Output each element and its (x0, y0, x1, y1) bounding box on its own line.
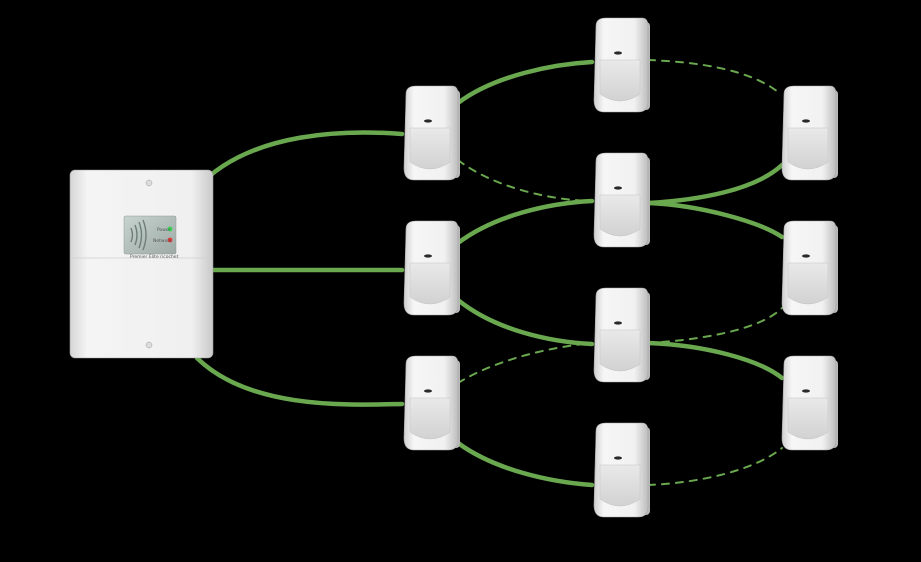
detector-lens-icon (599, 194, 641, 237)
detector-led-icon (802, 119, 810, 123)
link-d5-d8-solid (645, 162, 785, 206)
detector-led-icon (424, 254, 432, 258)
power-led-icon (167, 226, 173, 232)
detector-d7-pir-detector-icon (593, 422, 650, 518)
link-d6-d10-solid (645, 340, 785, 381)
detector-d5-pir-detector-icon (593, 152, 650, 248)
link-d2-d5-solid (455, 198, 595, 246)
detector-d9-pir-detector-icon (781, 220, 838, 316)
control-panel-display-window (123, 215, 177, 255)
detector-led-icon (614, 51, 622, 55)
link-d3-d7-solid (455, 440, 595, 488)
link-panel-d3-solid (194, 355, 405, 407)
link-d6-d9-dashed (647, 307, 783, 344)
bottom-screw-icon (145, 341, 153, 349)
link-panel-d1-solid (194, 130, 405, 191)
links-layer (194, 59, 785, 488)
network-led-icon (167, 237, 173, 243)
detector-led-icon (614, 321, 622, 325)
detector-lens-icon (599, 59, 641, 102)
link-d5-d9-solid (645, 200, 785, 240)
link-d1-d4-solid (455, 59, 595, 106)
detector-led-icon (614, 186, 622, 190)
detector-d4-pir-detector-icon (593, 17, 650, 113)
detector-lens-icon (599, 329, 641, 372)
link-d7-d10-dashed (647, 447, 783, 486)
detector-led-icon (614, 456, 622, 460)
detector-lens-icon (599, 464, 641, 507)
detector-led-icon (424, 389, 432, 393)
link-d3-d6-dashed (457, 342, 593, 384)
detector-lens-icon (787, 397, 829, 440)
top-screw-icon (145, 179, 153, 187)
brand-label: Premier Elite ricochet (130, 254, 179, 260)
link-d1-d5-dashed (457, 159, 593, 202)
control-panel: Power Network Premier Elite ricochet (69, 169, 214, 359)
power-led-label: Power (157, 227, 171, 233)
detector-lens-icon (409, 262, 451, 305)
control-panel-body (69, 169, 214, 359)
detector-d1-pir-detector-icon (403, 85, 460, 181)
detector-lens-icon (787, 127, 829, 170)
wireless-signal-icon (130, 219, 147, 251)
detector-d3-pir-detector-icon (403, 355, 460, 451)
detector-lens-icon (787, 262, 829, 305)
link-d4-d8-dashed (647, 59, 779, 93)
detector-led-icon (802, 254, 810, 258)
detector-led-icon (424, 119, 432, 123)
detectors-layer (403, 17, 838, 518)
detector-led-icon (802, 389, 810, 393)
detector-d8-pir-detector-icon (781, 85, 838, 181)
link-d2-d6-solid (455, 297, 595, 347)
detector-lens-icon (409, 397, 451, 440)
detector-d6-pir-detector-icon (593, 287, 650, 383)
detector-lens-icon (409, 127, 451, 170)
detector-d2-pir-detector-icon (403, 220, 460, 316)
network-led-label: Network (153, 238, 172, 244)
detector-d10-pir-detector-icon (781, 355, 838, 451)
